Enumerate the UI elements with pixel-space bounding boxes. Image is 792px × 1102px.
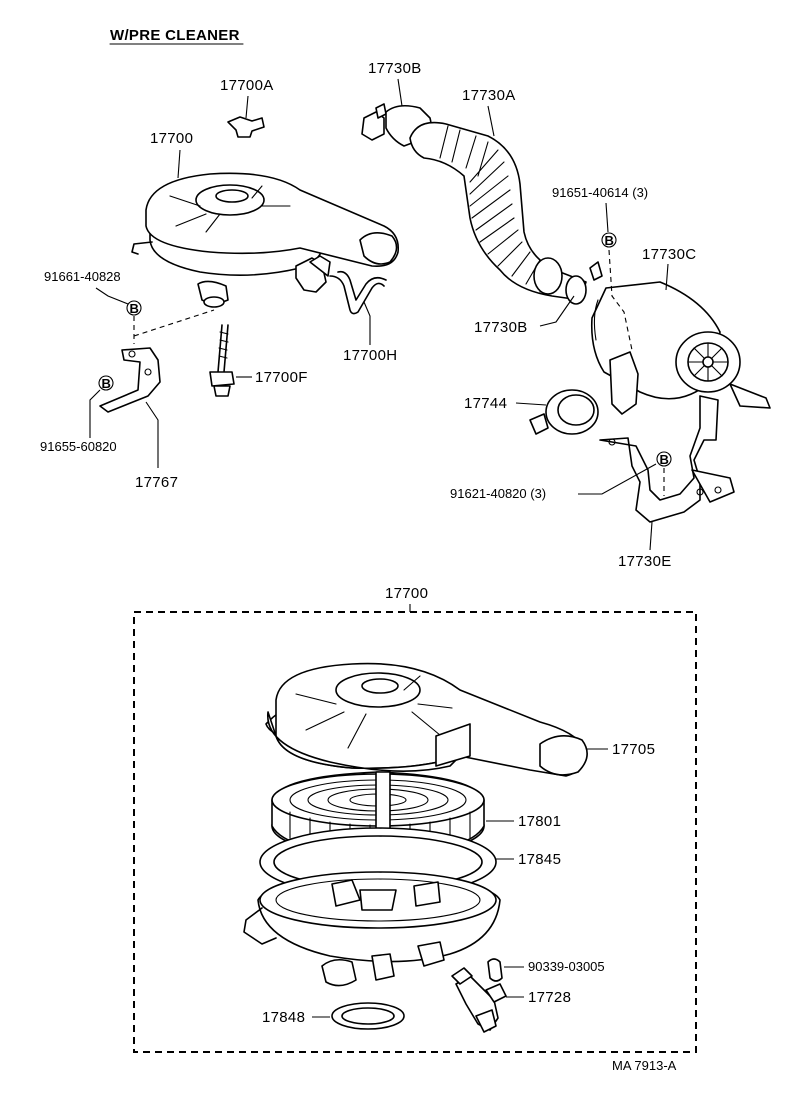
label-17801: 17801: [518, 813, 561, 830]
label-17700A: 17700A: [220, 77, 274, 94]
exploded-view-frame: [133, 611, 697, 1053]
label-17845: 17845: [518, 851, 561, 868]
drawing-code: MA 7913-A: [612, 1058, 677, 1073]
svg-text:B: B: [660, 452, 669, 467]
label-17767: 17767: [135, 474, 178, 491]
svg-text:B: B: [102, 376, 111, 391]
bolt-mark-91651: B: [601, 232, 617, 248]
clamp-17744: [529, 389, 599, 435]
gasket-17848: [331, 1002, 405, 1030]
housing-base: [243, 871, 501, 987]
label-90339-03005: 90339-03005: [528, 959, 605, 974]
label-17705: 17705: [612, 741, 655, 758]
label-91661-40828: 91661-40828: [44, 269, 121, 284]
label-17730A: 17730A: [462, 87, 516, 104]
cap-90339-03005: [487, 958, 503, 982]
label-17730B-top: 17730B: [368, 60, 422, 77]
diagram-title: W/PRE CLEANER: [110, 27, 240, 44]
label-17730B-mid: 17730B: [474, 319, 528, 336]
label-17744: 17744: [464, 395, 507, 412]
label-17700F: 17700F: [255, 369, 308, 386]
pre-cleaner-17730C: [589, 261, 771, 415]
lid-17705: [265, 662, 588, 777]
intake-hose-17730A: [409, 121, 587, 305]
label-91651-40614: 91651-40614 (3): [552, 185, 648, 200]
bracket-17730E: [599, 395, 735, 523]
label-17728: 17728: [528, 989, 571, 1006]
label-17848: 17848: [262, 1009, 305, 1026]
label-91621-40820: 91621-40820 (3): [450, 486, 546, 501]
label-17730C: 17730C: [642, 246, 696, 263]
bracket-17767-drawing: [99, 347, 161, 413]
bolt-mark-91655: B: [98, 375, 114, 391]
label-17730E: 17730E: [618, 553, 672, 570]
bolt-mark-91661: B: [126, 300, 142, 316]
air-cleaner-assembly-drawing: [131, 116, 400, 315]
label-91655-60820: 91655-60820: [40, 439, 117, 454]
svg-text:B: B: [605, 233, 614, 248]
stud-bolt-drawing: [209, 324, 235, 397]
valve-17728: [451, 967, 507, 1033]
label-17700: 17700: [150, 130, 193, 147]
svg-text:B: B: [130, 301, 139, 316]
label-box-17700: 17700: [385, 585, 428, 602]
bolt-mark-91621: B: [656, 451, 672, 467]
label-17700H: 17700H: [343, 347, 397, 364]
